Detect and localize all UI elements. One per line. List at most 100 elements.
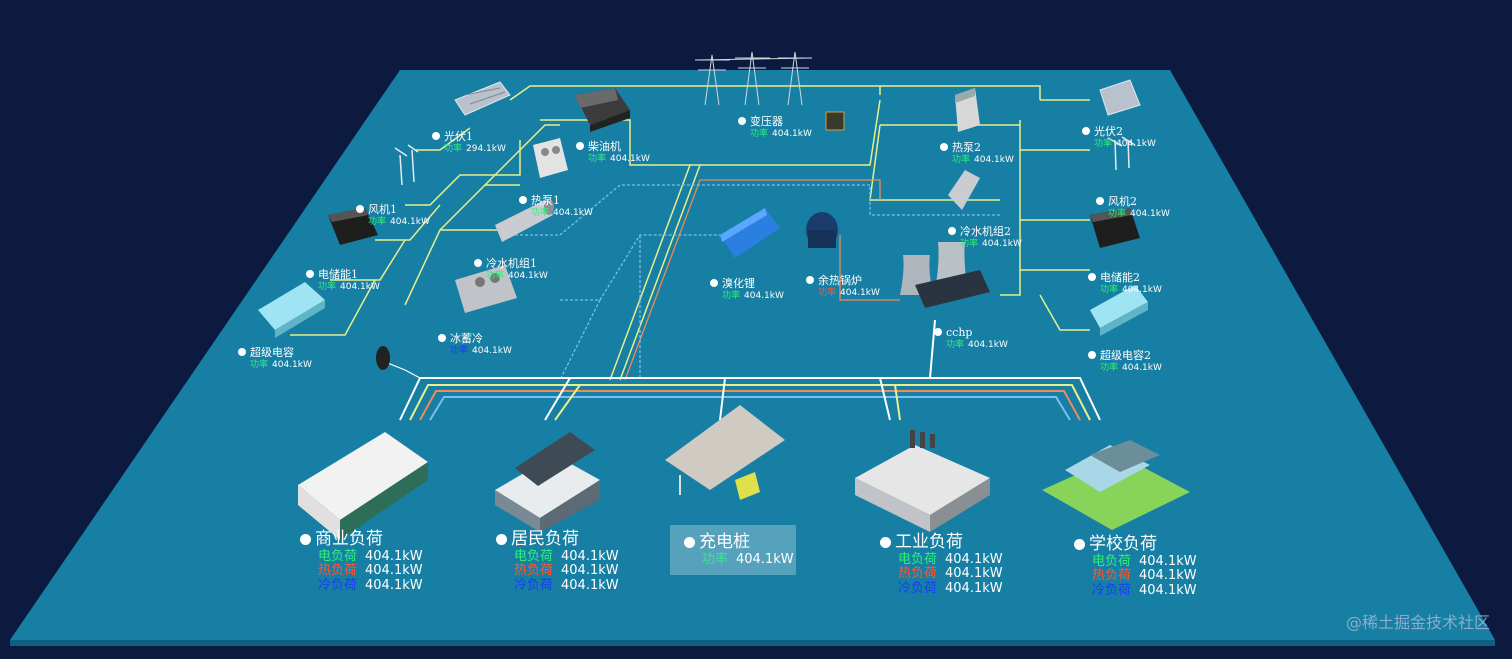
school-value-row: 热负荷 404.1kW — [1074, 569, 1197, 584]
charging-name: 充电桩 — [699, 532, 750, 552]
metric-value: 404.1kW — [272, 360, 312, 371]
transformer-name: 变压器 — [750, 115, 783, 128]
metric-value: 404.1kW — [365, 578, 423, 594]
libr-unit-icon — [720, 208, 780, 258]
charging-station-icon — [665, 405, 785, 500]
supercap2-name: 超级电容2 — [1100, 349, 1151, 362]
metric-value: 404.1kW — [561, 563, 619, 579]
commercial-building-icon — [298, 432, 428, 540]
heatpump1-name: 热泵1 — [531, 194, 560, 207]
metric-value: 404.1kW — [390, 217, 430, 228]
metric-key: 功率 — [1100, 285, 1119, 296]
heat-exchanger-2-icon — [948, 170, 980, 210]
metric-value: 404.1kW — [945, 551, 1003, 567]
metric-key: 电负荷 — [1092, 553, 1132, 569]
school-label: 学校负荷电负荷 404.1kW 热负荷 404.1kW 冷负荷 404.1kW — [1074, 534, 1197, 599]
wind1-name: 风机1 — [368, 203, 397, 216]
residential-name: 居民负荷 — [511, 529, 579, 549]
watermark: @稀土掘金技术社区 — [1345, 613, 1490, 632]
metric-value: 404.1kW — [472, 346, 512, 357]
boiler-name: 余热锅炉 — [818, 274, 862, 287]
marker-dot — [934, 327, 942, 336]
metric-value: 404.1kW — [1116, 139, 1156, 150]
heatpump1-icon — [533, 138, 568, 178]
metric-key: 冷负荷 — [898, 581, 938, 597]
metric-key: 冷负荷 — [514, 578, 554, 594]
supercap1-icon — [258, 282, 325, 338]
commercial-value-row: 冷负荷 404.1kW — [300, 578, 423, 594]
metric-value: 404.1kW — [1122, 285, 1162, 296]
wind2-name: 风机2 — [1108, 195, 1137, 208]
wind-turbine-2-icon — [1107, 136, 1136, 171]
cold-lines — [500, 184, 1000, 381]
metric-value: 404.1kW — [1139, 568, 1197, 584]
marker-dot — [238, 347, 246, 356]
metric-value: 404.1kW — [553, 208, 593, 219]
chiller2-name: 冷水机组2 — [960, 225, 1011, 238]
heatpump2-name: 热泵2 — [952, 141, 981, 154]
metric-key: 功率 — [250, 360, 269, 371]
metric-value: 404.1kW — [1139, 583, 1197, 599]
marker-dot — [356, 204, 364, 213]
metric-key: 功率 — [946, 340, 965, 351]
residential-building-icon — [495, 432, 600, 532]
marker-dot — [1074, 539, 1085, 550]
diesel-generator-icon — [575, 88, 630, 132]
metric-value: 404.1kW — [561, 548, 619, 564]
marker-dot — [1096, 196, 1104, 205]
metric-key: 功率 — [1100, 363, 1119, 374]
metric-value: 404.1kW — [1139, 553, 1197, 569]
chiller1-icon — [455, 265, 517, 313]
transformer-icon — [825, 111, 845, 131]
marker-dot — [438, 333, 446, 342]
storage1-name: 电储能1 — [318, 268, 358, 281]
metric-value: 404.1kW — [945, 581, 1003, 597]
marker-dot — [710, 278, 718, 287]
metric-key: 冷负荷 — [1092, 583, 1132, 599]
school-name: 学校负荷 — [1089, 534, 1157, 554]
metric-key: 热负荷 — [1092, 568, 1132, 584]
metric-value: 404.1kW — [365, 563, 423, 579]
pv1-name: 光伏1 — [444, 130, 473, 143]
storage2-icon — [1090, 208, 1140, 248]
diesel-name: 柴油机 — [588, 140, 621, 153]
pv2-panels-icon — [1099, 79, 1141, 116]
metric-key: 功率 — [722, 291, 741, 302]
marker-dot — [948, 226, 956, 235]
metric-key: 功率 — [960, 239, 979, 250]
pv1-panels-icon — [454, 81, 511, 116]
metric-key: 冷负荷 — [318, 578, 358, 594]
metric-key: 功率 — [444, 144, 463, 155]
marker-dot — [1082, 126, 1090, 135]
metric-key: 功率 — [1094, 139, 1113, 150]
marker-dot — [684, 537, 695, 548]
metric-value: 404.1kW — [1122, 363, 1162, 374]
